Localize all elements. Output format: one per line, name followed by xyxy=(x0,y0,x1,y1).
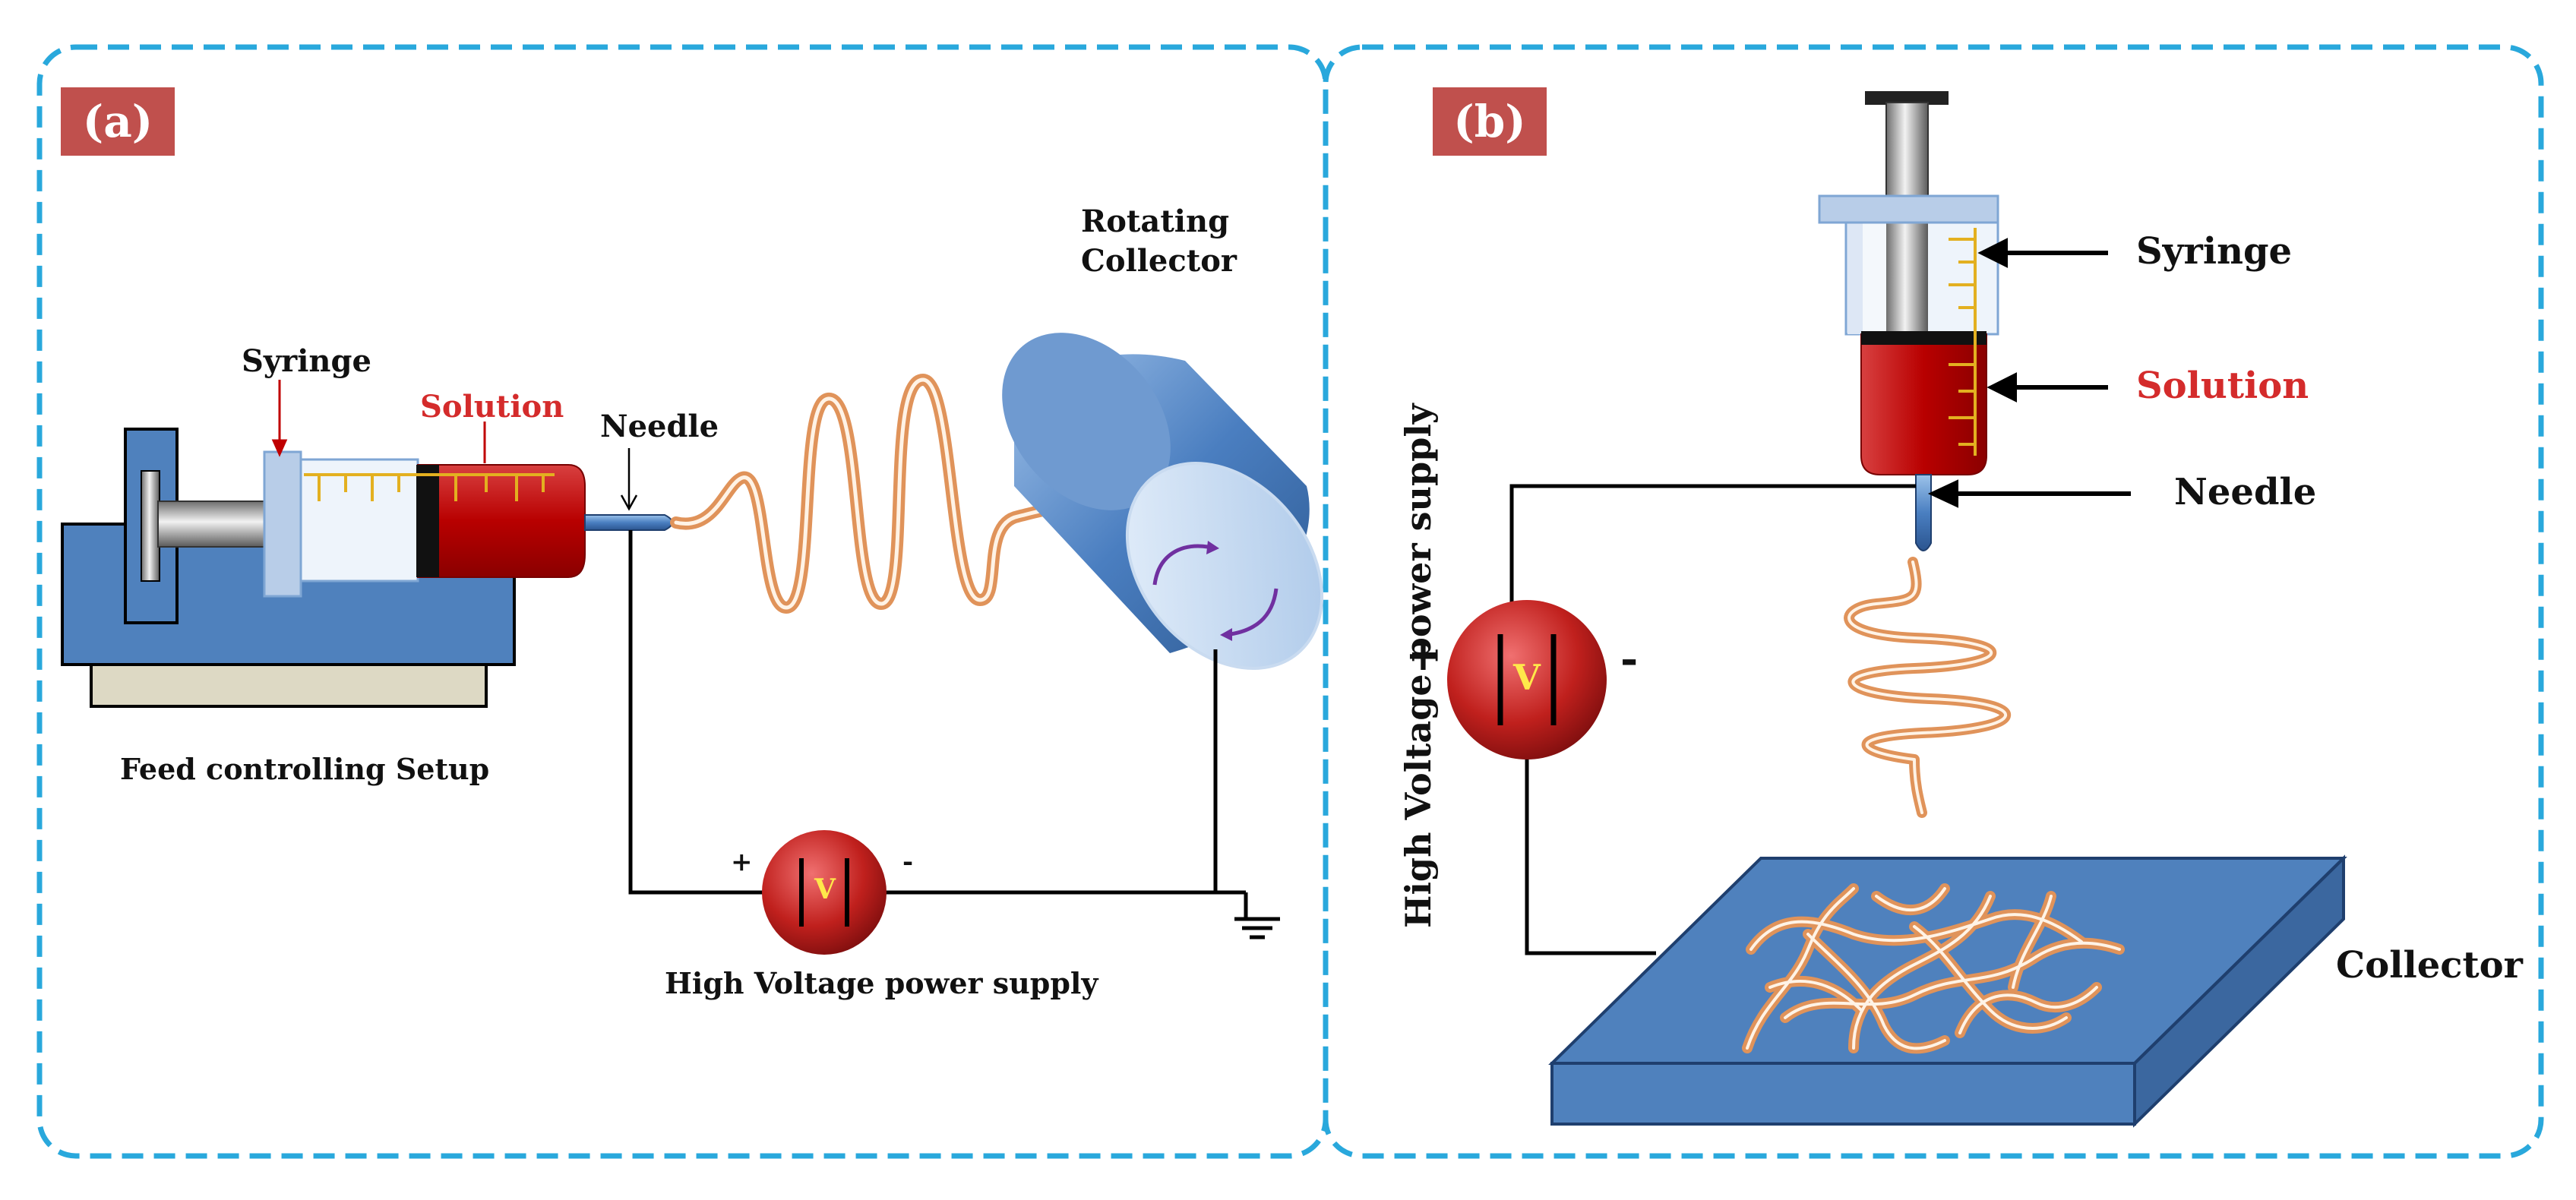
rotating-collector xyxy=(1002,333,1324,670)
needle-b xyxy=(1915,474,1932,551)
minus-sign-b: - xyxy=(1620,634,1639,684)
circuit-b xyxy=(1509,484,1916,955)
rotating-label: Rotating xyxy=(1081,204,1230,239)
panel-a-badge: (a) xyxy=(61,87,175,156)
collector-label-a: Collector xyxy=(1081,243,1237,279)
minus-sign-a: - xyxy=(902,847,914,877)
needle-label-b: Needle xyxy=(2174,471,2317,513)
collector-plate xyxy=(1548,854,2347,1128)
syringe-label-a: Syringe xyxy=(242,343,371,379)
solution-label-a: Solution xyxy=(420,389,564,425)
syringe-label-b: Syringe xyxy=(2136,230,2293,273)
syringe-a xyxy=(157,450,673,598)
voltmeter-b xyxy=(1447,600,1607,759)
solution-label-b: Solution xyxy=(2136,365,2309,407)
needle-label-a: Needle xyxy=(600,409,719,444)
plus-sign-a: + xyxy=(731,847,753,877)
fiber-jet-b xyxy=(1844,557,2011,818)
power-supply-label-a: High Voltage power supply xyxy=(665,966,1098,1000)
deposited-fibers xyxy=(1742,883,2125,1054)
feed-setup-label: Feed controlling Setup xyxy=(120,752,490,786)
voltmeter-v-b: V xyxy=(1513,657,1541,698)
plus-sign-b: + xyxy=(1405,630,1441,681)
panel-b-badge: (b) xyxy=(1433,87,1547,156)
syringe-b xyxy=(1818,91,1999,551)
needle-a xyxy=(584,514,673,531)
fiber-jet-a xyxy=(670,374,1058,614)
collector-label-b: Collector xyxy=(2336,944,2523,987)
voltmeter-v-a: V xyxy=(814,873,836,905)
voltmeter-a xyxy=(762,830,887,955)
panel-a-frame xyxy=(36,44,1329,1159)
